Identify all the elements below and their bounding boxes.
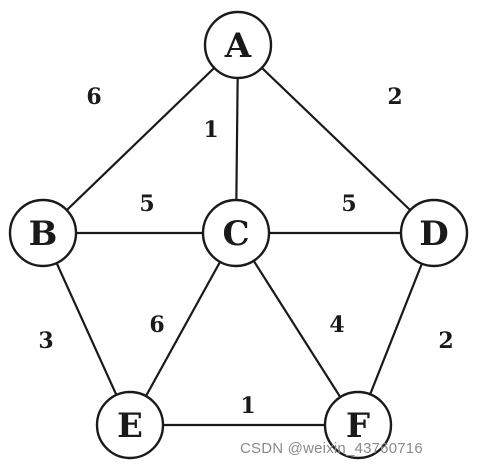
node-circle-c xyxy=(201,198,271,268)
edge-weight-a-c: 1 xyxy=(203,117,218,143)
node-d: D xyxy=(399,198,469,268)
edge-weight-e-f: 1 xyxy=(240,393,255,419)
node-circle-e xyxy=(95,390,165,460)
node-f: F xyxy=(323,390,393,460)
edge-weights-layer: 6 1 2 5 5 3 6 4 2 1 xyxy=(38,84,453,419)
edge-weight-c-f: 4 xyxy=(329,312,344,338)
edge-a-d xyxy=(237,44,435,234)
node-circle-d xyxy=(399,198,469,268)
edge-weight-d-f: 2 xyxy=(438,328,453,354)
edge-d-f xyxy=(356,232,436,426)
node-circle-b xyxy=(8,198,78,268)
edge-b-e xyxy=(41,232,132,426)
node-label-f: F xyxy=(346,406,370,446)
edge-c-e xyxy=(129,232,237,426)
node-label-c: C xyxy=(222,214,249,254)
watermark: CSDN @weixin_43760716 xyxy=(240,440,423,457)
node-label-e: E xyxy=(117,406,143,446)
node-b: B xyxy=(8,198,78,268)
edge-weight-b-c: 5 xyxy=(139,191,154,217)
node-e: E xyxy=(95,390,165,460)
node-label-a: A xyxy=(224,26,252,66)
edge-weight-b-e: 3 xyxy=(38,328,53,354)
edge-c-f xyxy=(235,232,359,426)
edge-weight-a-d: 2 xyxy=(387,84,402,110)
edge-weight-a-b: 6 xyxy=(86,84,101,110)
edges-layer xyxy=(41,44,436,427)
node-a: A xyxy=(203,10,273,80)
node-label-b: B xyxy=(29,214,58,254)
edge-a-b xyxy=(42,44,239,234)
nodes-layer: A B C D E F xyxy=(8,10,469,460)
node-c: C xyxy=(201,198,271,268)
edge-weight-c-d: 5 xyxy=(341,191,356,217)
node-circle-a xyxy=(203,10,273,80)
node-label-d: D xyxy=(419,214,448,254)
edge-weight-c-e: 6 xyxy=(149,312,164,338)
node-circle-f xyxy=(323,390,393,460)
